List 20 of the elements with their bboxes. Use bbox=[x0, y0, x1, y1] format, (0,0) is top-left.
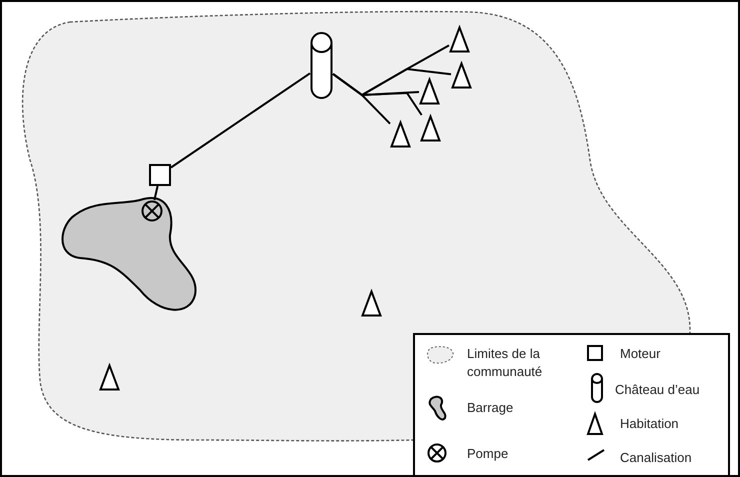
pipe-line bbox=[153, 186, 159, 200]
house-triangle bbox=[390, 121, 411, 148]
legend-label: Barrage bbox=[467, 399, 514, 417]
legend-label: Limites de la communauté bbox=[467, 345, 544, 381]
legend-label: Pompe bbox=[467, 445, 510, 463]
house-triangle bbox=[99, 364, 120, 391]
house-triangle bbox=[361, 290, 382, 317]
pipe-line bbox=[170, 72, 311, 168]
legend-label: Habitation bbox=[620, 415, 680, 433]
house-triangle bbox=[449, 26, 470, 53]
legend-label: Canalisation bbox=[620, 449, 693, 467]
house-triangle bbox=[420, 115, 441, 142]
motor-square bbox=[149, 164, 171, 186]
legend-label: Moteur bbox=[620, 345, 662, 363]
house-triangle bbox=[451, 62, 472, 89]
pipe-line bbox=[332, 73, 391, 124]
house-triangle bbox=[419, 78, 440, 105]
legend-label: Château d’eau bbox=[615, 381, 701, 399]
water-tower-symbol bbox=[310, 32, 333, 99]
pump-symbol bbox=[141, 200, 163, 222]
